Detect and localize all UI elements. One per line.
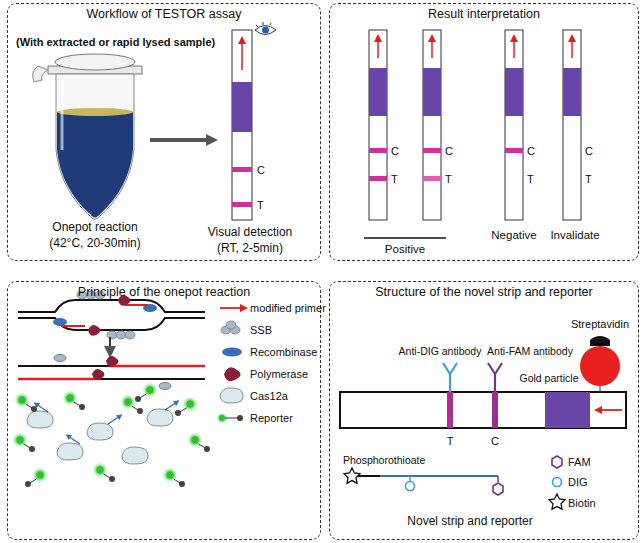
eye-icon <box>255 22 276 35</box>
label: C <box>491 435 499 448</box>
label: Novel strip and reporter <box>407 515 532 529</box>
label: Visual detection <box>208 226 293 240</box>
legend-text: Polymerase <box>250 368 308 381</box>
label: DIG <box>568 476 588 489</box>
novel-strip <box>340 336 626 428</box>
label: Anti-DIG antibody <box>399 345 482 357</box>
label: C <box>585 145 593 158</box>
process-arrow <box>150 138 212 142</box>
panel-title: Principle of the onepot reaction <box>8 282 320 299</box>
label: C <box>527 145 535 158</box>
label: (RT, 2-5min) <box>217 242 283 256</box>
tube <box>33 54 142 220</box>
label: FAM <box>568 456 591 469</box>
panel: Result interpretation <box>329 3 639 261</box>
label: Positive <box>385 243 425 256</box>
label: Phosphorothioate <box>343 454 425 466</box>
legend-icons <box>216 308 244 424</box>
cas12a <box>27 411 53 428</box>
panel-title: Workflow of TESTOR assay <box>8 4 320 21</box>
legend-text: Cas12a <box>250 390 288 403</box>
cas12a <box>147 409 173 426</box>
label: C <box>257 164 265 177</box>
legend-text: modified primer <box>250 302 326 315</box>
label: T <box>445 173 452 186</box>
label: Gold particle <box>520 372 579 384</box>
label: T <box>447 435 454 448</box>
cas12a-reporters <box>12 382 210 487</box>
label: Onepot reaction <box>52 221 137 235</box>
result-strips <box>364 30 581 238</box>
panel-title: Result interpretation <box>330 4 638 21</box>
reaction-illustration <box>18 291 205 390</box>
label: Invalidate <box>550 229 599 242</box>
label: Negative <box>491 229 536 242</box>
legend-text: Reporter <box>250 412 293 425</box>
cas12a <box>87 423 113 440</box>
cas12a <box>57 443 83 460</box>
lateral-flow-strip <box>232 30 252 220</box>
cas12a <box>122 447 148 464</box>
label: T <box>257 199 264 212</box>
label: Biotin <box>568 497 596 510</box>
label: C <box>391 145 399 158</box>
label: Anti-FAM antibody <box>487 345 573 357</box>
legend-text: SSB <box>250 324 272 337</box>
label: (42°C, 20-30min) <box>49 237 141 251</box>
label: (With extracted or rapid lysed sample) <box>16 36 215 49</box>
legend-text: Recombinase <box>250 346 317 359</box>
label: Streptavidin <box>571 318 629 331</box>
label: T <box>585 173 592 186</box>
label: T <box>527 173 534 186</box>
label: C <box>445 145 453 158</box>
label: T <box>391 173 398 186</box>
panel: Principle of the onepot reaction <box>7 281 321 540</box>
panel-title: Structure of the novel strip and reporte… <box>330 282 638 299</box>
